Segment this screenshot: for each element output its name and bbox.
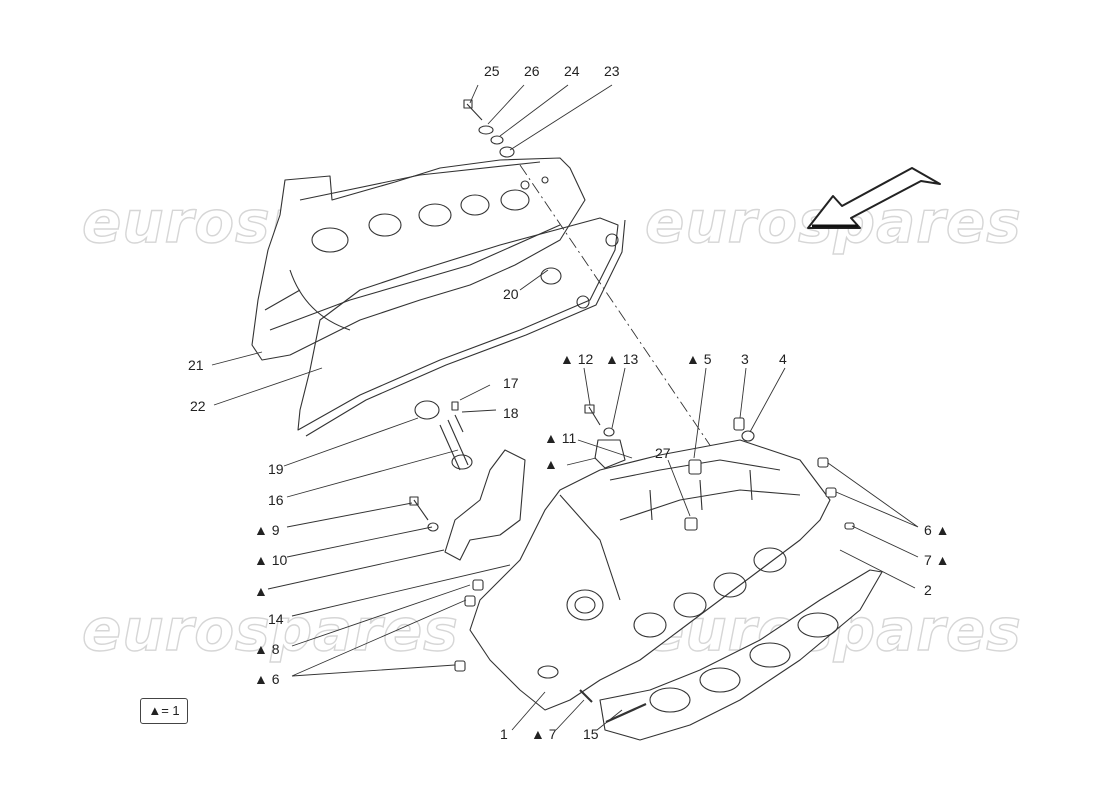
callout-15: 15 [583, 726, 599, 742]
valve-cover [251, 157, 586, 361]
valve-cover-gasket [297, 217, 626, 437]
callout-7-bottom: ▲ 7 [531, 726, 557, 742]
watermark-bottom-left: eurospares [81, 595, 459, 664]
washer-26 [478, 125, 494, 135]
plug-20 [540, 267, 562, 285]
callout-26: 26 [524, 63, 540, 79]
callout-triangle-left: ▲ [254, 583, 268, 599]
callout-6-right: 6 ▲ [924, 522, 950, 538]
callout-17: 17 [503, 375, 519, 391]
callout-19: 19 [268, 461, 284, 477]
direction-arrow-icon [807, 167, 941, 229]
callout-27: 27 [655, 445, 671, 461]
pin-7b [579, 689, 593, 703]
dowel-8 [464, 595, 476, 607]
head-gasket [599, 569, 883, 741]
rod-15 [605, 702, 647, 724]
callout-12: ▲ 12 [560, 351, 594, 367]
dowel-6a [817, 457, 829, 468]
callout-8: ▲ 8 [254, 641, 280, 657]
dowel-14 [472, 579, 484, 591]
callout-13: ▲ 13 [605, 351, 639, 367]
callout-3: 3 [741, 351, 749, 367]
callout-18: 18 [503, 405, 519, 421]
pin-7 [844, 522, 855, 530]
callout-22: 22 [190, 398, 206, 414]
callout-5: ▲ 5 [686, 351, 712, 367]
bolt-25 [463, 99, 483, 121]
callout-1: 1 [500, 726, 508, 742]
callout-10: ▲ 10 [254, 552, 288, 568]
solenoid-valve [414, 400, 473, 471]
callout-14: 14 [268, 611, 284, 627]
callout-4: 4 [779, 351, 787, 367]
ring-4 [741, 430, 755, 442]
callout-21: 21 [188, 357, 204, 373]
bolt-9 [409, 496, 429, 521]
guide-5 [688, 459, 702, 475]
spacer-23 [499, 146, 515, 158]
callout-20: 20 [503, 286, 519, 302]
dowel-6c [454, 660, 466, 672]
callout-7-right: 7 ▲ [924, 552, 950, 568]
cylinder-head [469, 439, 831, 711]
callout-triangle-center: ▲ [544, 456, 558, 472]
callout-24: 24 [564, 63, 580, 79]
callout-2: 2 [924, 582, 932, 598]
bolt-12 [584, 404, 601, 426]
washer-13 [603, 427, 615, 437]
washer-10 [427, 522, 439, 532]
callout-16: 16 [268, 492, 284, 508]
quantity-legend: ▲= 1 [140, 698, 188, 724]
sensor-bracket [594, 439, 626, 469]
callout-6-left: ▲ 6 [254, 671, 280, 687]
dowel-6b [825, 487, 837, 498]
sleeve-3 [733, 417, 745, 431]
callout-9: ▲ 9 [254, 522, 280, 538]
callout-11: ▲ 11 [544, 430, 577, 446]
callout-25: 25 [484, 63, 500, 79]
callout-23: 23 [604, 63, 620, 79]
mounting-bracket [444, 449, 526, 561]
seal-24 [490, 135, 504, 145]
